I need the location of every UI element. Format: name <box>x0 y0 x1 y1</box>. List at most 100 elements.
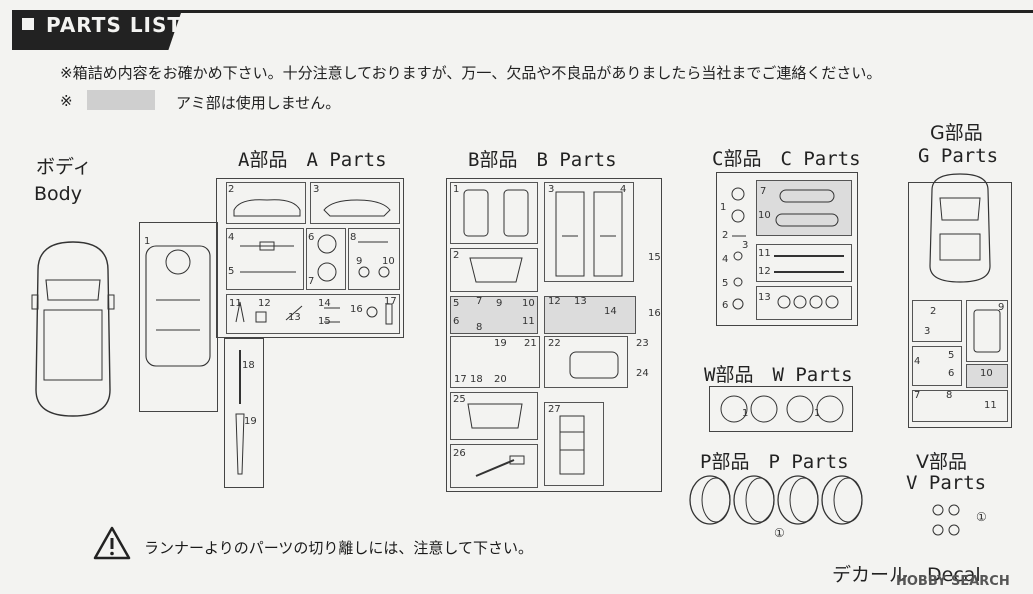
c-parts-title: C部品 C Parts <box>712 148 861 170</box>
a-part-2-cell <box>226 182 306 224</box>
b-num-3: 3 <box>548 184 555 195</box>
c-num-1: 1 <box>720 202 727 213</box>
b-parts-runner <box>446 178 662 492</box>
b-num-15: 15 <box>648 252 661 263</box>
a-num-9: 9 <box>356 256 363 267</box>
c-num-2: 2 <box>722 230 729 241</box>
b-num-8: 8 <box>476 322 483 333</box>
b-num-17: 17 <box>454 374 467 385</box>
g-parts-runner <box>908 182 1012 428</box>
b-part-5-11-cell <box>450 296 538 334</box>
a-part-4-5-drawing <box>240 241 296 273</box>
a-parts-frame-18-19 <box>224 338 264 488</box>
a-num-13: 13 <box>288 312 301 323</box>
a-num-7: 7 <box>308 276 315 287</box>
c-part-7-10-cell <box>756 180 852 236</box>
v-parts-title-en: V Parts <box>906 472 987 494</box>
a-part-3-drawing <box>323 199 391 217</box>
a-part-18-19-drawing <box>235 350 245 475</box>
a-num-8: 8 <box>350 232 357 243</box>
g-num-9: 9 <box>998 302 1005 313</box>
header-square-icon <box>22 18 34 30</box>
b-part-3-4-drawing <box>555 191 623 277</box>
g-num-7: 7 <box>914 390 921 401</box>
b-num-16: 16 <box>648 308 661 319</box>
b-num-1: 1 <box>453 184 460 195</box>
g-part-2-3-cell <box>912 300 962 342</box>
g-num-3: 3 <box>924 326 931 337</box>
b-parts-title: B部品 B Parts <box>468 149 617 171</box>
header-rule <box>170 10 1033 13</box>
v-parts-title-jp: V部品 <box>916 451 967 473</box>
g-part-9-drawing <box>973 309 1001 353</box>
g-num-11: 11 <box>984 400 997 411</box>
b-num-22: 22 <box>548 338 561 349</box>
b-num-9: 9 <box>496 298 503 309</box>
a-part-11-17-drawing <box>235 301 393 325</box>
b-part-27-drawing <box>559 415 585 475</box>
body-label-jp: ボディ <box>36 156 92 178</box>
b-part-26-drawing <box>475 455 525 477</box>
a-num-2: 2 <box>228 184 235 195</box>
g-part-10-cell <box>966 364 1008 388</box>
page-title: PARTS LIST <box>46 13 183 37</box>
w-num-1b: 1 <box>814 408 821 419</box>
a-part-1-drawing <box>145 245 211 367</box>
b-num-10: 10 <box>522 298 535 309</box>
b-num-12: 12 <box>548 296 561 307</box>
b-num-13: 13 <box>574 296 587 307</box>
c-num-5: 5 <box>722 278 729 289</box>
a-num-16: 16 <box>350 304 363 315</box>
a-part-11-17-cell <box>226 294 400 334</box>
g-num-8: 8 <box>946 390 953 401</box>
a-num-10: 10 <box>382 256 395 267</box>
b-num-6: 6 <box>453 316 460 327</box>
decal-label: デカール Decal <box>832 564 981 586</box>
b-part-26-cell <box>450 444 538 488</box>
b-part-2-drawing <box>469 257 523 283</box>
c-part-7-10-drawing <box>775 189 839 227</box>
w-parts-runner <box>709 386 853 432</box>
w-parts-title: W部品 W Parts <box>704 364 853 386</box>
a-parts-frame-1 <box>139 222 218 412</box>
a-part-6-7-drawing <box>317 234 337 282</box>
a-num-15: 15 <box>318 316 331 327</box>
b-part-25-cell <box>450 392 538 440</box>
a-num-14: 14 <box>318 298 331 309</box>
c-num-11: 11 <box>758 248 771 259</box>
b-num-26: 26 <box>453 448 466 459</box>
c-num-12: 12 <box>758 266 771 277</box>
p-parts-qty: ① <box>774 526 785 540</box>
a-num-11: 11 <box>229 298 242 309</box>
g-part-9-cell <box>966 300 1008 362</box>
a-num-12: 12 <box>258 298 271 309</box>
b-part-17-21-cell <box>450 336 540 388</box>
c-parts-runner <box>716 172 858 326</box>
a-part-8-10-drawing <box>358 241 390 278</box>
c-num-3: 3 <box>742 240 749 251</box>
b-part-1-cell <box>450 182 538 244</box>
b-num-14: 14 <box>604 306 617 317</box>
v-parts-qty: ① <box>976 510 987 524</box>
w-parts-wheels-drawing <box>720 395 844 423</box>
c-part-11-12-drawing <box>774 255 844 273</box>
a-part-6-7-cell <box>306 228 346 290</box>
header-bar <box>0 0 1033 50</box>
b-num-21: 21 <box>524 338 537 349</box>
body-shell-drawing <box>31 241 115 417</box>
a-parts-runner <box>216 178 404 338</box>
g-num-6: 6 <box>948 368 955 379</box>
g-num-4: 4 <box>914 356 921 367</box>
b-part-27-cell <box>544 402 604 486</box>
warning-icon <box>93 526 131 560</box>
p-parts-tires-drawing <box>689 475 863 525</box>
b-num-25: 25 <box>453 394 466 405</box>
g-parts-title-en: G Parts <box>918 145 999 167</box>
g-part-glass-drawing <box>929 173 991 283</box>
b-part-22-cell <box>544 336 628 388</box>
g-part-4-6-cell <box>912 346 962 386</box>
g-num-10: 10 <box>980 368 993 379</box>
b-part-1-drawing <box>463 189 529 237</box>
body-label-en: Body <box>34 183 82 205</box>
b-num-27: 27 <box>548 404 561 415</box>
